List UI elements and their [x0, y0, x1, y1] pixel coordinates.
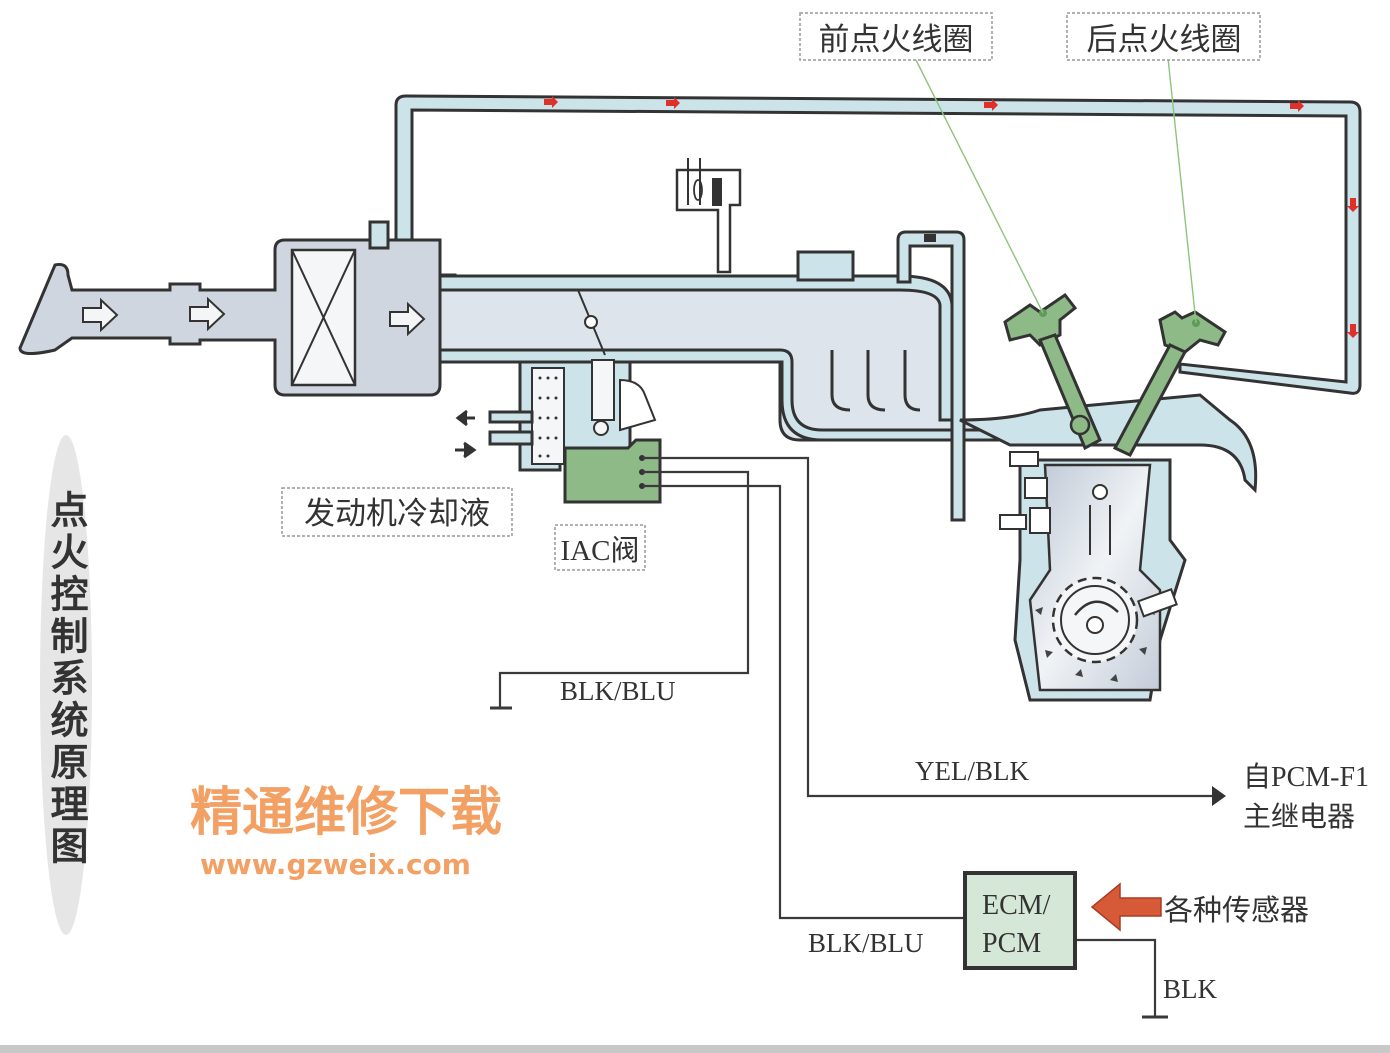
flow-arrow-icon — [1290, 100, 1304, 112]
air-arrow-icon — [82, 297, 119, 333]
coolant-text: 发动机冷却液 — [304, 496, 490, 532]
crank-gear — [1051, 576, 1139, 664]
wire-label-iac-ground: BLK/BLU — [560, 676, 676, 706]
sensor-input-arrow-icon — [1090, 882, 1162, 932]
coolant-loop-pipe — [394, 94, 1362, 395]
watermark: 精通维修下载 www.gzweix.com — [190, 783, 502, 881]
engine-sensors — [999, 451, 1051, 534]
ckp-sensor — [1137, 588, 1178, 618]
flow-arrow-icon — [544, 96, 558, 108]
iac-text: IAC阀 — [561, 534, 640, 567]
coolant-in-arrow-icon — [455, 441, 477, 459]
coolant-label: 发动机冷却液 — [281, 487, 513, 537]
front-coil-leader — [914, 57, 1044, 314]
pressure-regulator — [675, 158, 742, 274]
air-arrow-icon — [389, 301, 426, 337]
flow-arrow-icon — [1347, 198, 1359, 212]
relay-source-label: 自PCM-F1 主继电器 — [1243, 761, 1376, 833]
iac-solenoid — [563, 438, 662, 504]
wire-iac-ground — [498, 470, 750, 708]
sensors-label: 各种传感器 — [1164, 893, 1309, 927]
page-title: 点火控制系统原理图 — [44, 490, 88, 868]
wire-ecm-input — [642, 484, 965, 920]
bypass-clip — [924, 234, 936, 242]
coolant-out-arrow-icon — [455, 409, 475, 427]
runners — [830, 350, 921, 412]
iac-valve-assembly — [455, 359, 662, 504]
ecm-line2: PCM — [982, 928, 1041, 959]
wire-relay-feed — [642, 456, 1215, 798]
svg-text:自PCM-F1 主继电器: 自PCM-F1 主继电器 — [1243, 761, 1376, 833]
front-coil-text: 前点火线圈 — [819, 22, 974, 58]
svg-text:ECM/ PCM: ECM/ PCM — [982, 890, 1057, 959]
ecm-pcm-box: ECM/ PCM — [963, 871, 1077, 970]
throttle-shaft — [584, 315, 598, 329]
flow-arrow-icon — [984, 99, 998, 111]
sensor-port — [368, 220, 390, 250]
watermark-url: www.gzweix.com — [200, 848, 471, 881]
connector-arrow-icon — [1212, 786, 1226, 806]
title-banner — [40, 435, 92, 935]
engine-block — [959, 393, 1258, 702]
flow-arrows — [544, 96, 1359, 338]
relay-source-line1: 自PCM-F1 — [1243, 761, 1369, 793]
watermark-title: 精通维修下载 — [190, 783, 502, 843]
bottom-border — [0, 1045, 1390, 1053]
ecm-line1: ECM/ — [982, 890, 1051, 921]
rear-coil-text: 后点火线圈 — [1087, 22, 1242, 58]
relay-source-line2: 主继电器 — [1243, 801, 1355, 833]
rear-coil-label: 后点火线圈 — [1066, 12, 1261, 61]
filter-cross — [291, 249, 356, 386]
iac-label: IAC阀 — [554, 524, 646, 571]
front-ignition-coil — [1003, 292, 1102, 451]
rear-coil-leader — [1167, 57, 1197, 324]
ignition-coils — [914, 57, 1227, 457]
wire-ecm-ground — [1075, 938, 1157, 1017]
rear-ignition-coil — [1112, 310, 1227, 457]
flow-arrow-icon — [1347, 324, 1359, 338]
wire-label-ecm-ground: BLK — [1163, 974, 1218, 1004]
map-sensor — [796, 250, 855, 282]
wiring — [490, 456, 1226, 1019]
iac-screen — [531, 367, 565, 465]
air-intake — [18, 220, 696, 397]
wire-label-ecm-input: BLK/BLU — [808, 928, 924, 958]
intake-manifold — [438, 230, 1002, 522]
flow-arrow-icon — [666, 97, 680, 109]
iac-plunger — [591, 359, 615, 421]
wire-label-relay-feed: YEL/BLK — [915, 756, 1029, 786]
front-coil-label: 前点火线圈 — [799, 12, 993, 61]
air-arrow-icon — [189, 296, 226, 332]
